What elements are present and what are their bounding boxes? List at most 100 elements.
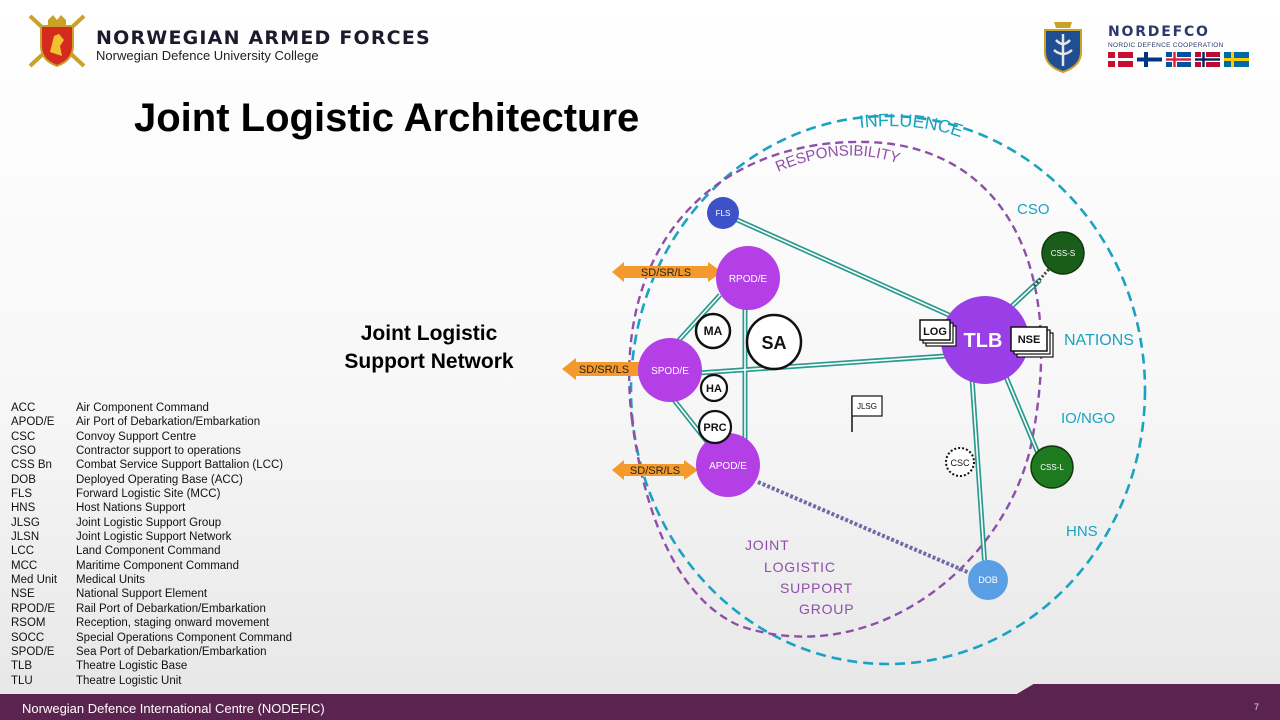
legend-row: JLSN Joint Logistic Support Network <box>11 530 292 544</box>
legend-text: Sea Port of Debarkation/Embarkation <box>76 645 267 658</box>
flag-finland-icon <box>1137 52 1162 67</box>
nordefco-name: NORDEFCO <box>1108 24 1210 40</box>
legend-text: Theatre Logistic Base <box>76 660 188 673</box>
legend-abbr: RSOM <box>11 617 46 630</box>
legend-row: Med Unit Medical Units <box>11 573 292 587</box>
legend-abbr: TLB <box>11 660 33 673</box>
influence-ring <box>629 114 1147 666</box>
influence-label: INFLUENCE <box>858 110 965 141</box>
flag-denmark-icon <box>1108 52 1133 67</box>
legend-abbr: CSC <box>11 430 36 443</box>
legend-row: RPOD/E Rail Port of Debarkation/Embarkati… <box>11 602 292 616</box>
legend-text: Land Component Command <box>76 545 221 558</box>
nse-box: NSE <box>1010 326 1054 358</box>
legend-text: National Support Element <box>76 588 208 601</box>
jlsg-flag-icon: JLSG <box>851 395 883 432</box>
network-label: Joint Logistic Support Network <box>333 320 525 376</box>
legend-abbr: APOD/E <box>11 416 55 429</box>
arrow-rpod <box>612 262 722 282</box>
defence-university-crest <box>1044 22 1082 74</box>
legend-abbr: FLS <box>11 488 33 501</box>
legend-row: APOD/E Air Port of Debarkation/Embarkatio… <box>11 415 292 429</box>
log-box: LOG <box>919 319 957 347</box>
node-ma <box>694 312 732 350</box>
node-apod <box>696 433 760 497</box>
legend-text: Combat Service Support Battalion (LCC) <box>76 459 284 472</box>
legend-row: CSS Bn Combat Service Support Battalion (… <box>11 458 292 472</box>
node-rpod-label: RPOD/E <box>729 274 768 285</box>
log-box-label: LOG <box>923 326 947 338</box>
legend-abbr: DOB <box>11 473 36 486</box>
network-label-line1: Joint Logistic <box>360 322 498 345</box>
svg-text:SUPPORT: SUPPORT <box>780 580 853 596</box>
org-title: NORWEGIAN ARMED FORCES <box>96 27 431 49</box>
legend-row: NSE National Support Element <box>11 587 292 601</box>
legend-text: Joint Logistic Support Network <box>76 531 232 544</box>
io-ngo-label: IO/NGO <box>1061 410 1115 427</box>
legend-abbr: HNS <box>11 502 36 515</box>
legend-row: FLS Forward Logistic Site (MCC) <box>11 487 292 501</box>
node-spod <box>638 338 702 402</box>
org-subtitle: Norwegian Defence University College <box>96 48 319 63</box>
flag-norway-icon <box>1195 52 1220 67</box>
legend-abbr: ACC <box>11 402 36 414</box>
legend-row: HNS Host Nations Support <box>11 501 292 515</box>
node-csc-label: CSC <box>950 458 970 468</box>
legend-text: Maritime Component Command <box>76 559 239 572</box>
node-rpod <box>716 246 780 310</box>
node-apod-label: APOD/E <box>709 461 747 472</box>
node-css-s-label: CSS-S <box>1051 249 1075 258</box>
arrow-rpod-label: SD/SR/LS <box>641 267 691 279</box>
footer-text: Norwegian Defence International Centre (… <box>22 701 325 716</box>
node-csc <box>945 447 975 477</box>
node-prc-label: PRC <box>703 422 726 434</box>
svg-text:JOINT: JOINT <box>745 537 789 553</box>
cso-label: CSO <box>1017 201 1050 218</box>
legend-text: Reception, staging onward movement <box>76 617 270 630</box>
footer-bar <box>0 694 1280 720</box>
legend-row: DOB Deployed Operating Base (ACC) <box>11 473 292 487</box>
legend-text: Air Port of Debarkation/Embarkation <box>76 416 261 429</box>
network-label-line2: Support Network <box>344 350 514 373</box>
legend-row: RSOM Reception, staging onward movement <box>11 616 292 630</box>
legend-abbr: JLSN <box>11 531 40 544</box>
legend-text: Forward Logistic Site (MCC) <box>76 488 221 501</box>
legend-text: Rail Port of Debarkation/Embarkation <box>76 602 266 615</box>
node-tlb-label: TLB <box>964 330 1003 352</box>
jlsg-label: JLSG <box>857 402 877 411</box>
node-sa <box>745 313 803 371</box>
legend-abbr: Med Unit <box>11 574 58 587</box>
flag-iceland-icon <box>1166 52 1191 67</box>
legend-abbr: SPOD/E <box>11 645 55 658</box>
legend-text: Deployed Operating Base (ACC) <box>76 473 243 486</box>
legend-text: Host Nations Support <box>76 502 186 515</box>
legend-row: TLB Theatre Logistic Base <box>11 659 292 673</box>
legend-row: SPOD/E Sea Port of Debarkation/Embarkatio… <box>11 645 292 659</box>
arrow-spod-label: SD/SR/LS <box>579 364 629 376</box>
svg-text:LOGISTIC: LOGISTIC <box>764 559 836 575</box>
legend-abbr: TLU <box>11 674 33 687</box>
legend-abbr: CSS Bn <box>11 459 52 472</box>
node-prc <box>697 409 733 445</box>
node-css-l <box>1030 445 1074 489</box>
legend-text: Medical Units <box>76 574 146 587</box>
link-apod-dob <box>757 480 973 576</box>
svg-text:GROUP: GROUP <box>799 601 854 617</box>
legend-abbr: NSE <box>11 588 35 601</box>
flag-sweden-icon <box>1224 52 1249 67</box>
hns-label: HNS <box>1066 523 1098 540</box>
legend-abbr: RPOD/E <box>11 602 56 615</box>
legend-text: Joint Logistic Support Group <box>76 516 222 529</box>
legend-text: Special Operations Component Command <box>76 631 293 644</box>
node-css-s <box>1041 231 1085 275</box>
node-spod-label: SPOD/E <box>651 366 689 377</box>
